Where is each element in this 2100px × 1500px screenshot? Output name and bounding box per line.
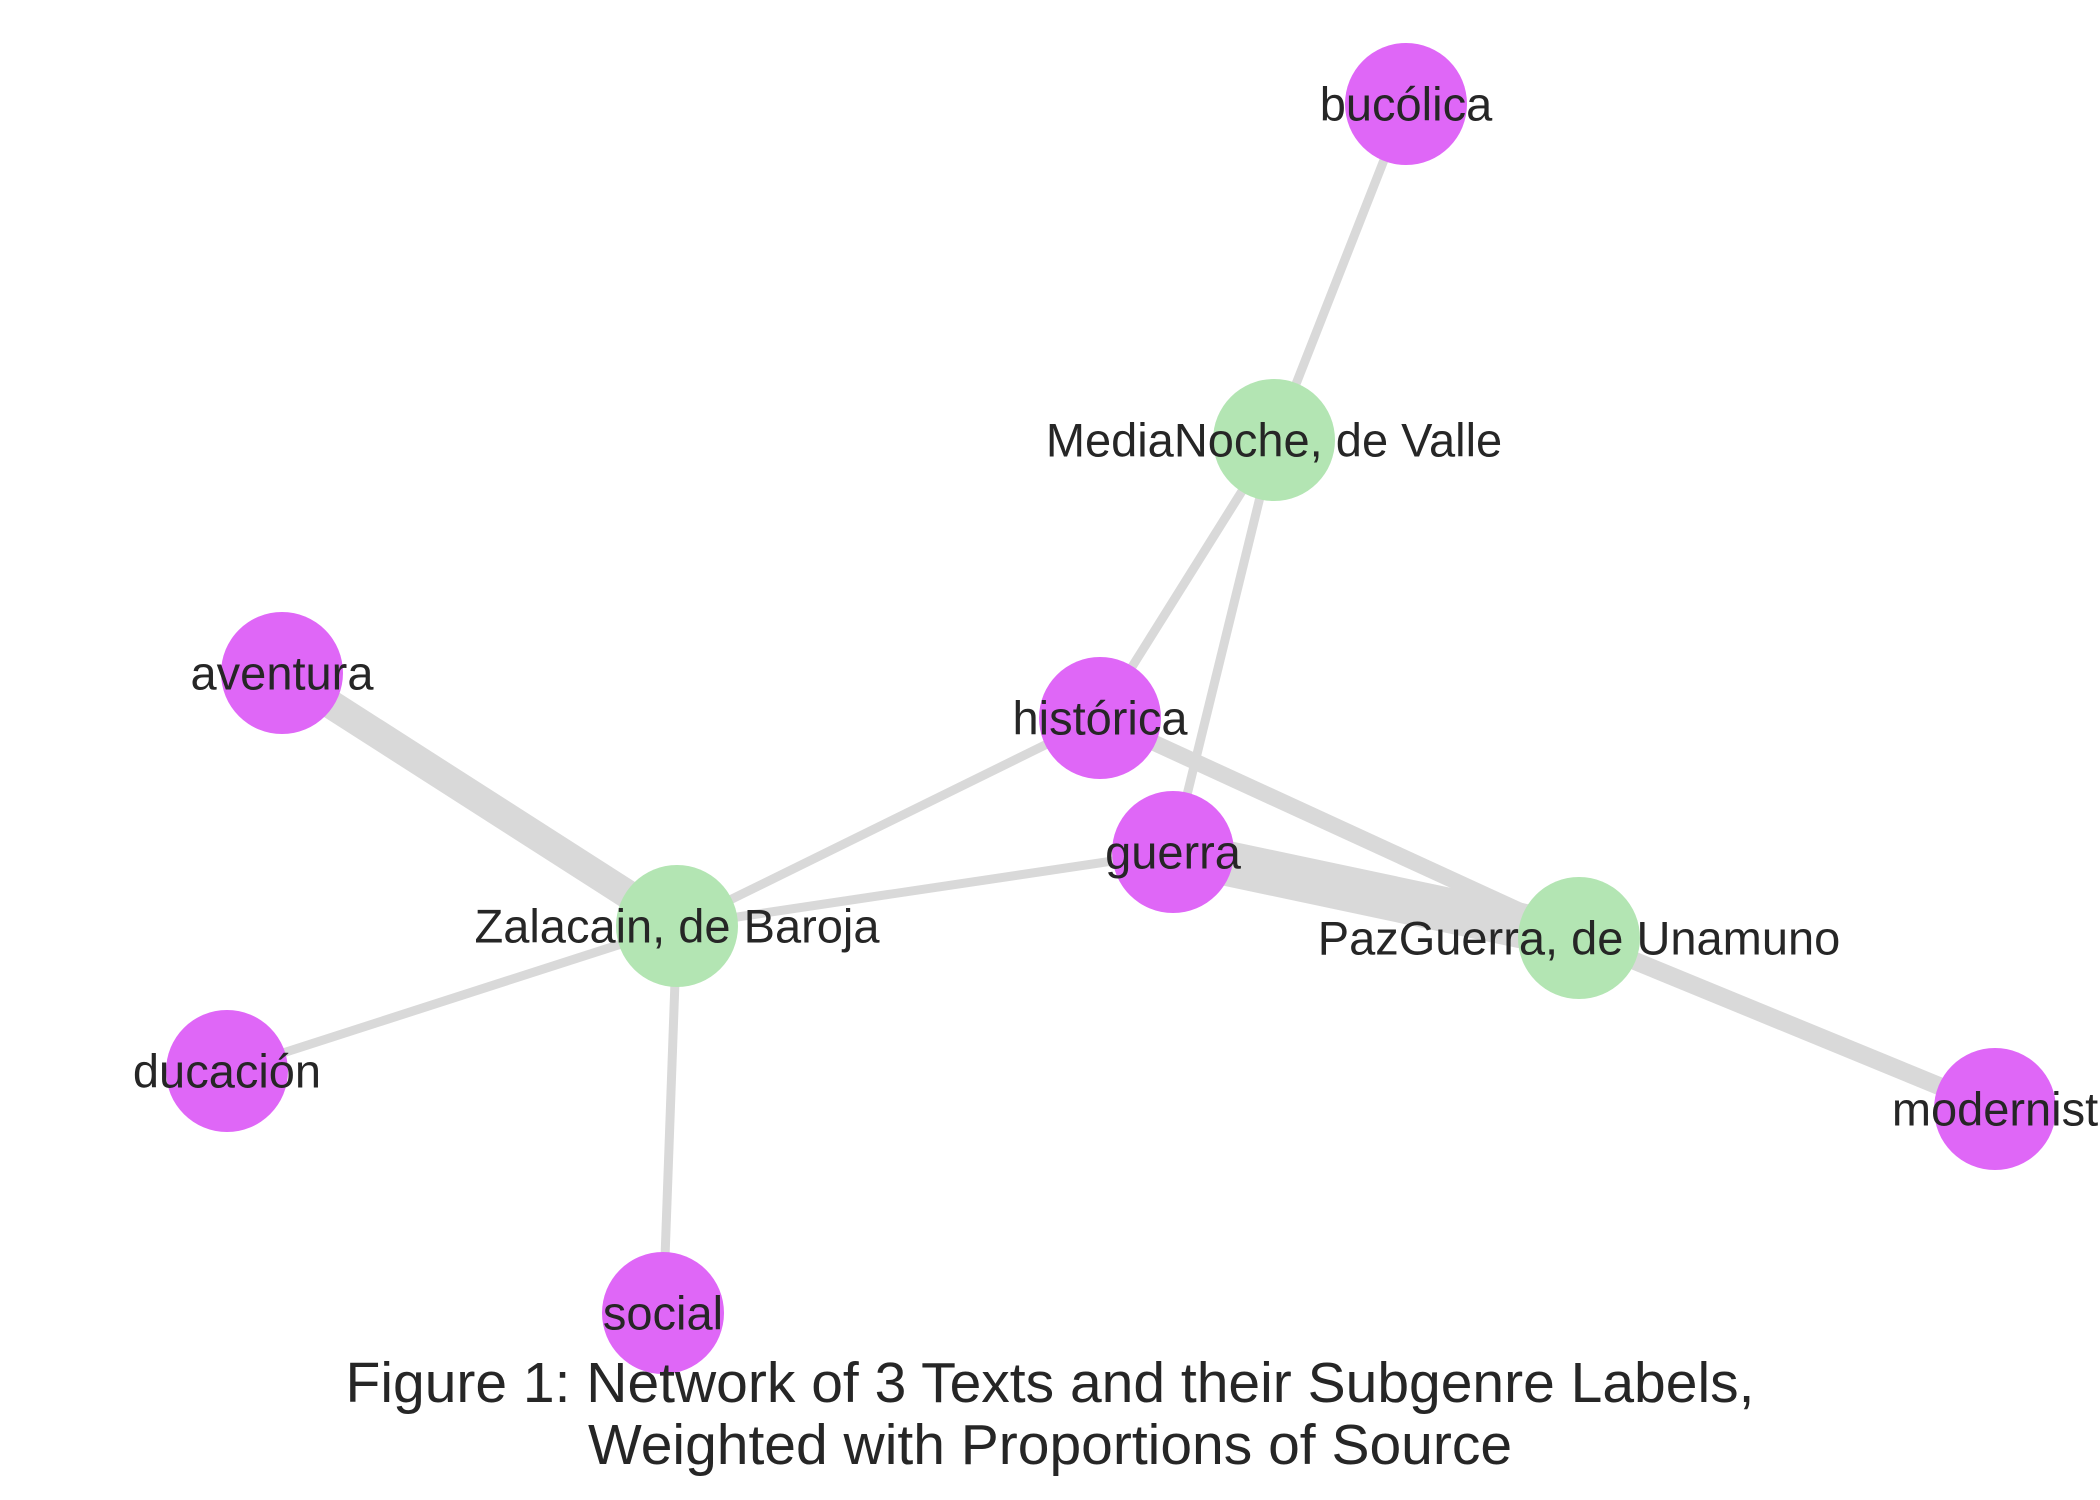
node-aventura <box>221 612 343 734</box>
node-label-zalacain: Zalacain, de Baroja <box>475 900 881 953</box>
edge-pazguerra-guerra <box>1168 829 1584 961</box>
edge-pazguerra-modernista <box>1575 929 1999 1118</box>
node-zalacain <box>616 865 738 987</box>
node-label-social: social <box>603 1287 723 1340</box>
node-label-educacion: ducación <box>133 1045 321 1098</box>
node-label-guerra: guerra <box>1105 826 1242 879</box>
node-historica <box>1039 657 1161 779</box>
node-medianoche <box>1213 379 1335 501</box>
figure-caption: Figure 1: Network of 3 Texts and their S… <box>0 1352 2100 1476</box>
edge-layer <box>225 102 1999 1314</box>
caption-line-1: Figure 1: Network of 3 Texts and their S… <box>345 1351 1755 1415</box>
node-label-aventura: aventura <box>191 647 375 700</box>
node-guerra <box>1112 791 1234 913</box>
node-pazguerra <box>1518 877 1640 999</box>
edge-zalacain-historica <box>675 713 1102 931</box>
node-label-medianoche: MediaNoche, de Valle <box>1046 414 1502 467</box>
edge-zalacain-social <box>658 925 682 1314</box>
edge-zalacain-educacion <box>225 921 679 1076</box>
node-modernista <box>1934 1048 2056 1170</box>
node-label-pazguerra: PazGuerra, de Unamuno <box>1318 912 1841 965</box>
label-layer: Zalacain, de Baroja MediaNoche, de ValleP… <box>133 78 2098 1340</box>
edge-medianoche-guerra <box>1168 438 1279 854</box>
node-label-historica: histórica <box>1012 692 1188 745</box>
node-layer <box>166 43 2056 1374</box>
edge-zalacain-guerra <box>676 847 1174 931</box>
node-bucolica <box>1345 43 1467 165</box>
node-social <box>602 1252 724 1374</box>
node-label-bucolica: bucólica <box>1320 78 1493 131</box>
caption-line-2: Weighted with Proportions of Source <box>587 1413 1513 1477</box>
node-educacion <box>166 1010 288 1132</box>
node-label-modernista: modernist <box>1892 1083 2098 1136</box>
edge-zalacain-aventura <box>274 660 685 939</box>
